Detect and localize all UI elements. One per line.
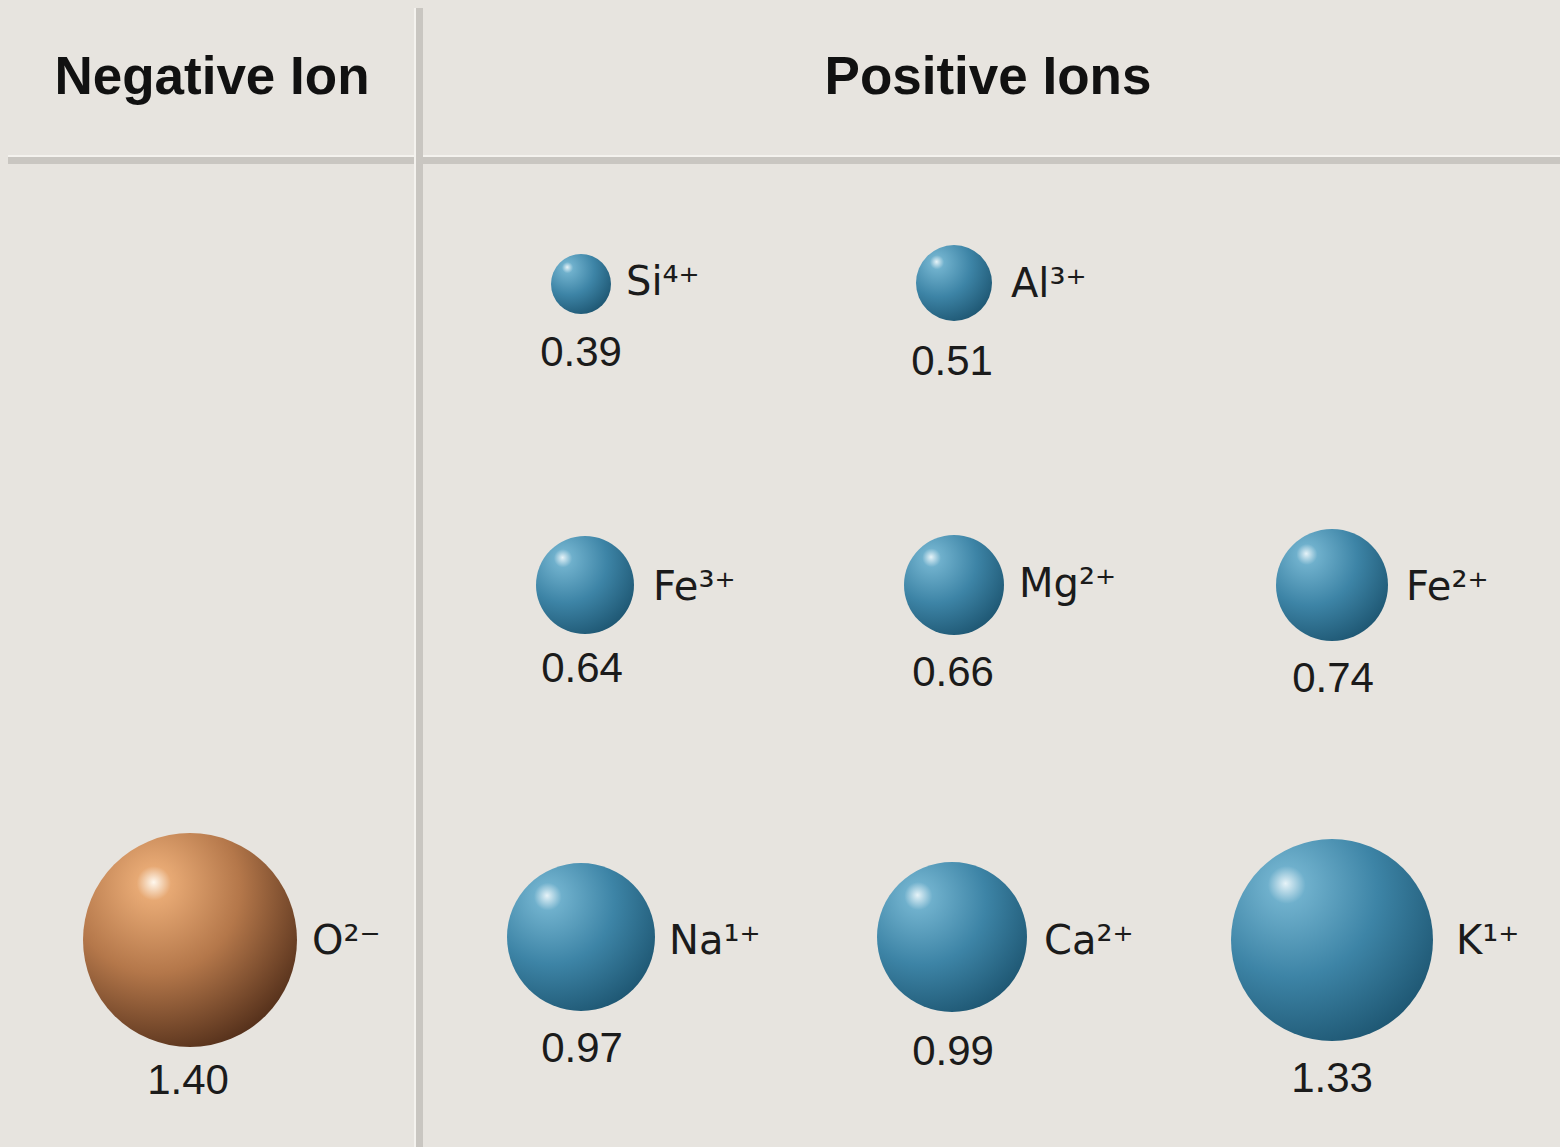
ion-radius: 0.66: [912, 648, 994, 696]
sphere: [904, 535, 1004, 635]
ion-radius: 0.74: [1292, 654, 1374, 702]
sphere-shape: [536, 536, 634, 634]
ion-radius: 0.64: [541, 644, 623, 692]
ion-symbol: Fe²⁺: [1406, 563, 1489, 609]
ion-sphere: Fe²⁺0.74: [1276, 529, 1388, 641]
column-heading: Negative Ion: [54, 46, 369, 107]
sphere-shape: [507, 863, 655, 1011]
sphere-shape: [877, 862, 1027, 1012]
sphere: [877, 862, 1027, 1012]
sphere: [1231, 839, 1433, 1041]
ion-radius: 0.51: [911, 337, 993, 385]
ion-sphere: Al³⁺0.51: [916, 245, 992, 321]
ion-symbol: Al³⁺: [1011, 260, 1087, 306]
ion-sphere: O²⁻1.40: [83, 833, 297, 1047]
ion-sphere: Fe³⁺0.64: [536, 536, 634, 634]
ion-radius: 1.40: [147, 1056, 229, 1104]
ion-sphere: Si⁴⁺0.39: [551, 254, 611, 314]
ion-symbol: Fe³⁺: [653, 563, 736, 609]
ion-radius: 0.99: [912, 1027, 994, 1075]
sphere-shape: [1231, 839, 1433, 1041]
ion-sphere: Na¹⁺0.97: [507, 863, 655, 1011]
sphere: [83, 833, 297, 1047]
ion-radius: 0.39: [540, 328, 622, 376]
sphere-shape: [916, 245, 992, 321]
sphere-shape: [83, 833, 297, 1047]
table-column: Positive IonsSi⁴⁺0.39Al³⁺0.51Fe³⁺0.64Mg²…: [423, 0, 1560, 1147]
sphere: [536, 536, 634, 634]
ion-radius: 1.33: [1291, 1054, 1373, 1102]
ion-radius: 0.97: [541, 1024, 623, 1072]
table-column: Negative IonO²⁻1.40: [0, 0, 414, 1147]
sphere: [507, 863, 655, 1011]
ion-symbol: O²⁻: [312, 917, 381, 963]
sphere-shape: [551, 254, 611, 314]
ion-sphere: Mg²⁺0.66: [904, 535, 1004, 635]
sphere: [551, 254, 611, 314]
column-heading: Positive Ions: [825, 46, 1152, 107]
sphere: [916, 245, 992, 321]
ion-sphere: Ca²⁺0.99: [877, 862, 1027, 1012]
sphere: [1276, 529, 1388, 641]
ion-symbol: Mg²⁺: [1019, 560, 1116, 606]
ion-sphere: K¹⁺1.33: [1231, 839, 1433, 1041]
ion-symbol: Si⁴⁺: [626, 258, 700, 304]
ion-symbol: K¹⁺: [1456, 917, 1519, 963]
sphere-shape: [904, 535, 1004, 635]
sphere-shape: [1276, 529, 1388, 641]
ion-symbol: Na¹⁺: [669, 917, 761, 963]
ion-symbol: Ca²⁺: [1044, 917, 1134, 963]
